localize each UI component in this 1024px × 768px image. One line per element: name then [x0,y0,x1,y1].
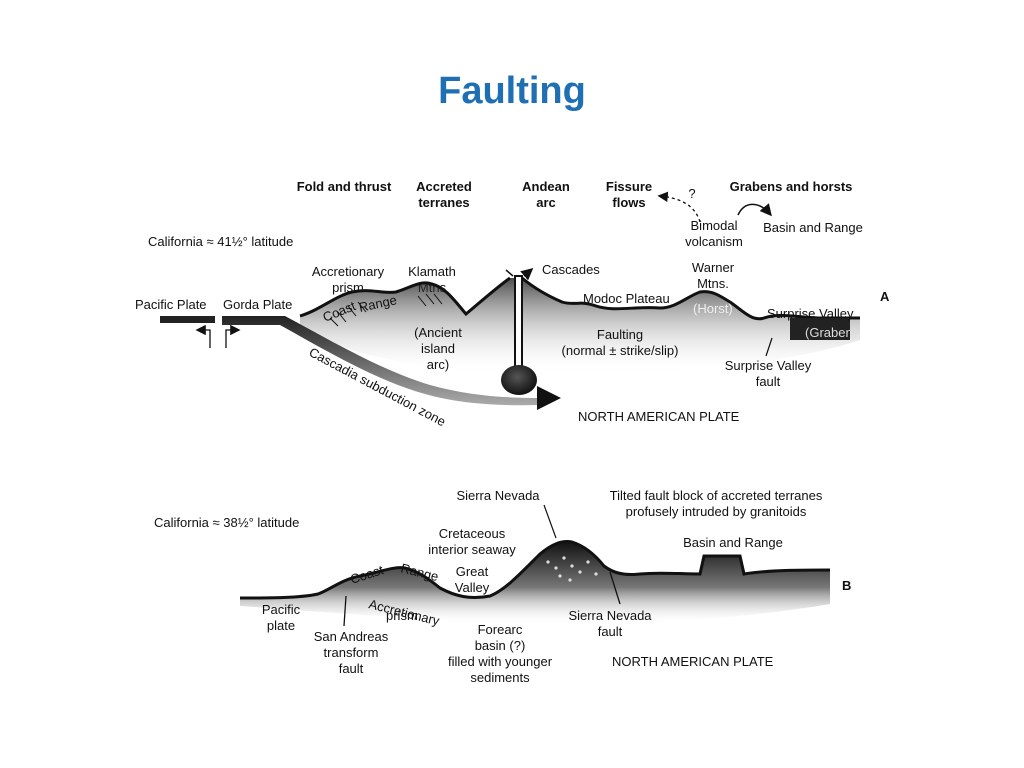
label-warner: Warner [692,260,735,275]
label-basin-q: basin (?) [475,638,526,653]
label-bimodal: Bimodal [691,218,738,233]
gorda-slab [222,316,540,406]
header-fold-thrust: Fold and thrust [297,179,392,194]
header-flows: flows [612,195,645,210]
header-terranes: terranes [418,195,469,210]
cascades-conduit [514,275,523,377]
graben-block [790,318,850,340]
sierra-nevada-fault-line [609,571,621,605]
label-faulting: Faulting [597,327,643,342]
label-sn-fault-2: fault [598,624,623,639]
label-san-andreas: San Andreas [314,629,389,644]
arrow-right [225,324,241,348]
magma-chamber [501,365,537,395]
granitoid-speckle [546,556,598,582]
header-arc: arc [536,195,556,210]
diagram-a: Fold and thrust Accreted terranes Andean… [135,179,890,429]
label-interior-seaway: interior seaway [428,542,516,557]
label-transform: transform [324,645,379,660]
slide-title: Faulting [438,70,586,112]
label-north-american-a: NORTH AMERICAN PLATE [578,409,740,424]
label-sn-fault: Sierra Nevada [568,608,652,623]
label-accretionary: Accretionary [312,264,385,279]
header-andean: Andean [522,179,570,194]
label-volcanism: volcanism [685,234,743,249]
crust-a-surface [299,276,860,321]
label-horst: (Horst) [693,301,733,316]
pacific-plate-slab [160,316,215,323]
panel-letter-a: A [880,289,890,304]
header-grabens: Grabens and horsts [730,179,853,194]
label-cascades: Cascades [542,262,600,277]
curved-arrow [737,203,772,217]
sierra-pointer [543,504,557,539]
label-klamath: Klamath [408,264,456,279]
crust-b-body [240,541,830,625]
thrust-hatching [329,293,443,327]
header-fissure: Fissure [606,179,652,194]
label-sediments: sediments [470,670,530,685]
label-graben: (Graben) [805,325,857,340]
panel-letter-b: B [842,578,851,593]
label-plate-b: plate [267,618,295,633]
diagram-b: California ≈ 38½° latitude Sierra Nevada… [154,488,851,685]
label-tilted-1: Tilted fault block of accreted terranes [610,488,823,503]
label-gorda-plate: Gorda Plate [223,297,292,312]
latitude-a: California ≈ 41½° latitude [148,234,293,249]
eruption-arrows [505,270,531,276]
dashed-arrow [657,191,701,223]
label-faulting-type: (normal ± strike/slip) [562,343,679,358]
label-tilted-2: profusely intruded by granitoids [626,504,807,519]
label-fault-b: fault [339,661,364,676]
label-north-american-b: NORTH AMERICAN PLATE [612,654,774,669]
label-great: Great [456,564,489,579]
label-island: island [421,341,455,356]
label-sierra-nevada: Sierra Nevada [456,488,540,503]
label-surprise-valley: Surprise Valley [767,306,854,321]
label-cretaceous: Cretaceous [439,526,506,541]
question-mark: ? [688,186,695,201]
label-arc-ancient: arc) [427,357,449,372]
label-sv-fault: Surprise Valley [725,358,812,373]
latitude-b: California ≈ 38½° latitude [154,515,299,530]
label-basin-range-a: Basin and Range [763,220,863,235]
label-filled: filled with younger [448,654,553,669]
label-ancient: (Ancient [414,325,462,340]
label-pacific-plate: Pacific Plate [135,297,207,312]
label-valley: Valley [455,580,490,595]
header-accreted: Accreted [416,179,472,194]
label-basin-range-b: Basin and Range [683,535,783,550]
sv-fault-line [765,337,773,357]
label-warner-mtns: Mtns. [697,276,729,291]
label-modoc: Modoc Plateau [583,291,670,306]
label-prism-b: prism [386,608,418,623]
label-sv-fault-2: fault [756,374,781,389]
label-forearc: Forearc [478,622,523,637]
label-pacific-b: Pacific [262,602,301,617]
san-andreas-fault-line [343,595,347,627]
arrow-left [195,324,211,348]
crust-b-surface [239,540,831,600]
